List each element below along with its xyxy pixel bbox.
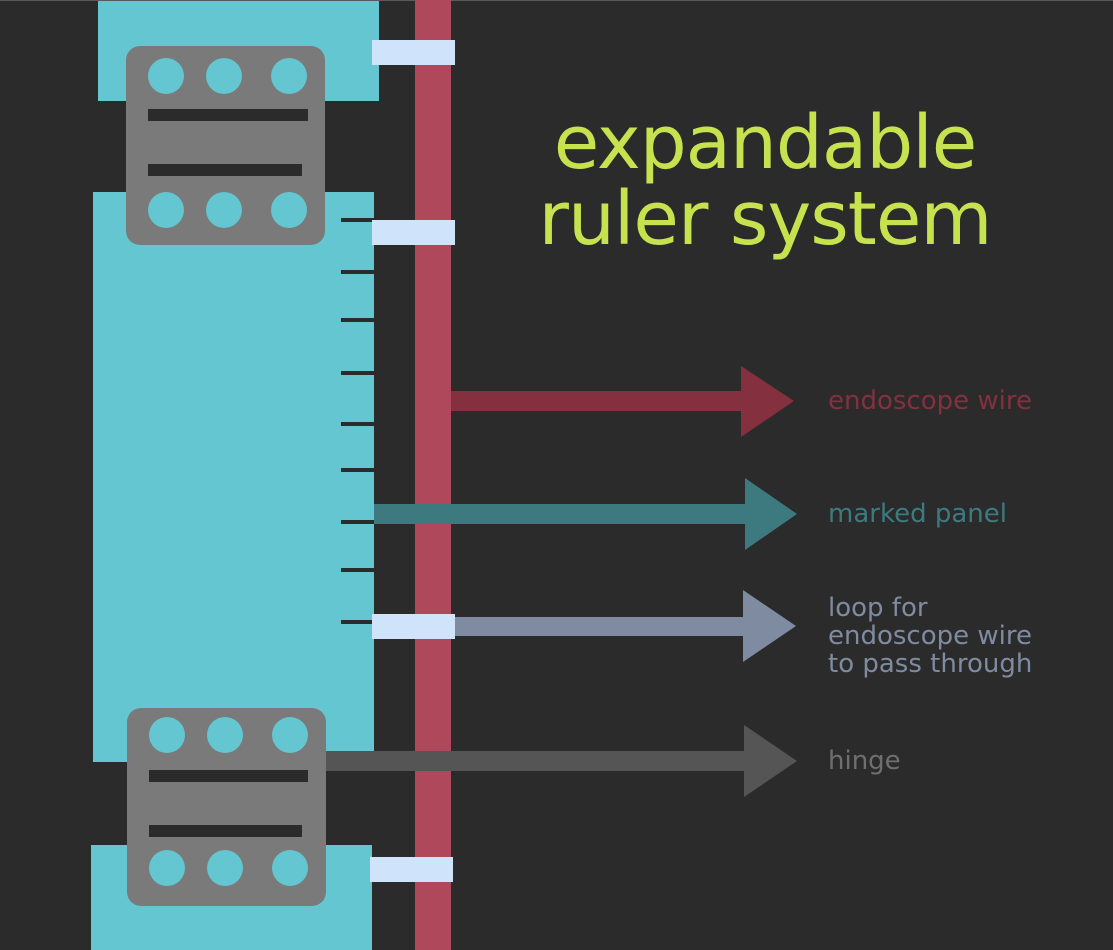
wire-loop (372, 614, 455, 639)
label-loop: loop for endoscope wire to pass through (828, 594, 1032, 678)
hinge-dot (207, 717, 243, 753)
hinge-bottom (127, 708, 326, 906)
hinge-arrow (326, 725, 797, 797)
label-endoscope-wire: endoscope wire (828, 386, 1033, 416)
ruler-tick (341, 218, 374, 222)
ruler-tick (341, 568, 374, 572)
title-line-2: ruler system (538, 176, 993, 262)
endoscope-wire (415, 0, 451, 950)
hinge-dot (206, 192, 242, 228)
label-loop-line-3: to pass through (828, 649, 1033, 679)
top-border (0, 0, 1113, 1)
label-loop-line-2: endoscope wire (828, 621, 1033, 651)
wire-loop (370, 857, 453, 882)
hinge-dot (206, 58, 242, 94)
hinge-dot (149, 717, 185, 753)
ruler-tick (341, 520, 374, 524)
hinge-bar (148, 109, 308, 121)
hinge-bar (149, 825, 302, 837)
hinge-dot (149, 850, 185, 886)
hinge-dot (148, 192, 184, 228)
ruler-tick (341, 620, 374, 624)
hinge-dot (148, 58, 184, 94)
endoscope-wire-arrow (451, 366, 794, 437)
ruler-tick (341, 422, 374, 426)
ruler-tick (341, 270, 374, 274)
ruler-panel-middle (93, 192, 374, 762)
hinge-dot (207, 850, 243, 886)
title-line-1: expandable (553, 100, 978, 186)
hinge-dot (272, 850, 308, 886)
ruler-tick (341, 318, 374, 322)
label-marked-panel: marked panel (828, 499, 1007, 529)
loop-arrow (455, 590, 796, 662)
wire-loop (372, 220, 455, 245)
hinge-dot (271, 192, 307, 228)
diagram-title: expandable ruler system (510, 105, 1020, 257)
ruler-tick (341, 371, 374, 375)
marked-panel-arrow (374, 478, 797, 550)
hinge-dot (272, 717, 308, 753)
hinge-top (126, 46, 325, 245)
label-hinge: hinge (828, 746, 901, 776)
hinge-dot (271, 58, 307, 94)
hinge-bar (148, 164, 302, 176)
ruler-tick (341, 468, 374, 472)
wire-loop (372, 40, 455, 65)
hinge-bar (149, 770, 308, 782)
label-loop-line-1: loop for (828, 593, 928, 623)
